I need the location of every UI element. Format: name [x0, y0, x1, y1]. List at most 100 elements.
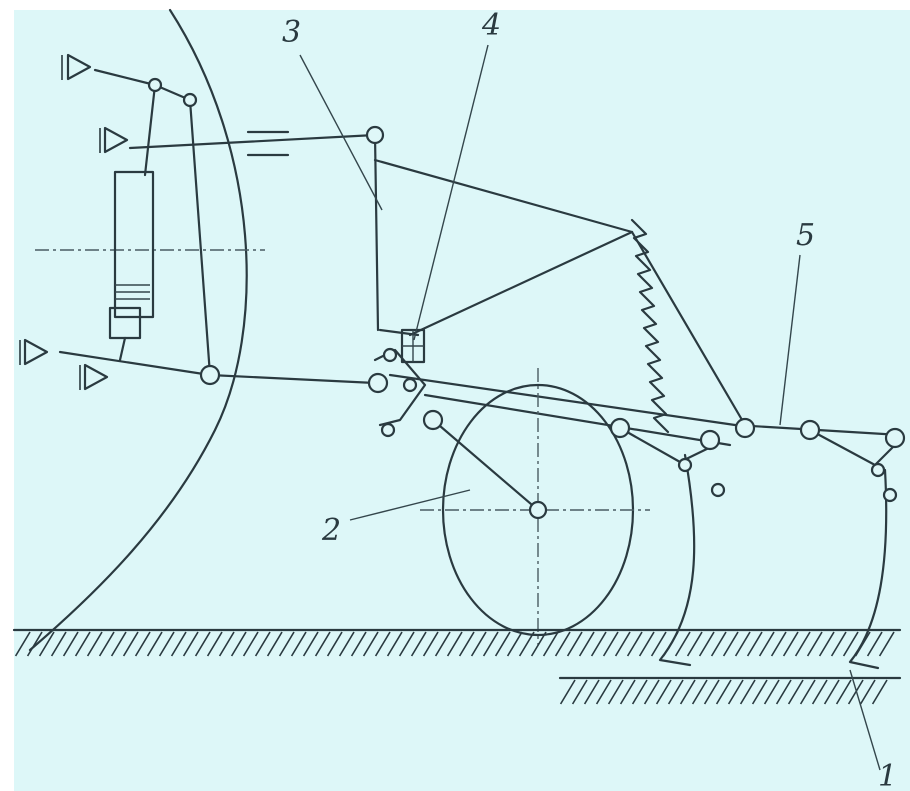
hatch-mark: [542, 631, 559, 657]
hatch-mark: [494, 631, 511, 657]
hatch-mark: [74, 631, 91, 657]
hatch-mark: [50, 631, 67, 657]
hatch-mark: [290, 631, 307, 657]
hatch-mark: [62, 631, 79, 657]
hatch-mark: [410, 631, 427, 657]
hatch-mark: [674, 631, 691, 657]
hatch-mark: [727, 679, 744, 705]
hatch-mark: [590, 631, 607, 657]
hatch-mark: [530, 631, 547, 657]
hatch-mark: [835, 679, 852, 705]
hatch-mark: [458, 631, 475, 657]
hatch-mark: [326, 631, 343, 657]
hatch-mark: [614, 631, 631, 657]
hatch-mark: [662, 631, 679, 657]
hatch-mark: [571, 679, 588, 705]
hatch-mark: [734, 631, 751, 657]
callout-label-5: 5: [796, 218, 815, 253]
hatch-mark: [775, 679, 792, 705]
callout-leader-1: [849, 669, 881, 771]
hatch-mark: [146, 631, 163, 657]
hatch-mark: [194, 631, 211, 657]
hatch-mark: [770, 631, 787, 657]
hatch-mark: [806, 631, 823, 657]
compression-spring: [630, 218, 747, 434]
hydraulic-cylinder: [108, 170, 155, 362]
hatch-mark: [350, 631, 367, 657]
hatch-mark: [667, 679, 684, 705]
callout-leader-4: [413, 44, 489, 341]
hatch-mark: [26, 631, 43, 657]
ground-hatching-lower: [559, 679, 888, 705]
hatch-mark: [482, 631, 499, 657]
hatch-mark: [122, 631, 139, 657]
hatch-mark: [818, 631, 835, 657]
hatch-mark: [110, 631, 127, 657]
hatch-mark: [866, 631, 883, 657]
hatch-mark: [98, 631, 115, 657]
callout-label-1: 1: [878, 759, 897, 791]
hatch-mark: [763, 679, 780, 705]
hatch-mark: [631, 679, 648, 705]
hatch-mark: [470, 631, 487, 657]
hatch-mark: [518, 631, 535, 657]
hatch-mark: [362, 631, 379, 657]
hatch-mark: [554, 631, 571, 657]
hatch-mark: [206, 631, 223, 657]
hatch-mark: [638, 631, 655, 657]
hatch-mark: [830, 631, 847, 657]
hatch-mark: [686, 631, 703, 657]
hatch-mark: [847, 679, 864, 705]
hatch-mark: [703, 679, 720, 705]
hatch-mark: [278, 631, 295, 657]
hatch-mark: [266, 631, 283, 657]
hatch-mark: [218, 631, 235, 657]
hatch-mark: [242, 631, 259, 657]
hatch-mark: [602, 631, 619, 657]
hatch-mark: [715, 679, 732, 705]
callout-label-2: 2: [321, 513, 341, 548]
hatch-mark: [254, 631, 271, 657]
hatch-mark: [134, 631, 151, 657]
hatch-mark: [434, 631, 451, 657]
hatch-mark: [643, 679, 660, 705]
hatch-mark: [655, 679, 672, 705]
hatch-mark: [583, 679, 600, 705]
hatch-mark: [506, 631, 523, 657]
hatch-mark: [842, 631, 859, 657]
hatch-mark: [182, 631, 199, 657]
hatch-mark: [422, 631, 439, 657]
hatch-mark: [607, 679, 624, 705]
pivot-joints: [147, 77, 906, 520]
hatch-mark: [626, 631, 643, 657]
hatch-mark: [595, 679, 612, 705]
ground-hatching-upper: [14, 631, 895, 657]
hatch-mark: [619, 679, 636, 705]
callout-leader-5: [779, 254, 801, 426]
hatch-mark: [566, 631, 583, 657]
hatch-mark: [314, 631, 331, 657]
hatch-mark: [751, 679, 768, 705]
hatch-mark: [859, 679, 876, 705]
hatch-mark: [691, 679, 708, 705]
hatch-mark: [559, 679, 576, 705]
tractor-wheel-arc: [28, 8, 248, 652]
hatch-mark: [878, 631, 895, 657]
lower-hitch-link: [58, 350, 377, 385]
hatch-mark: [386, 631, 403, 657]
hatch-mark: [787, 679, 804, 705]
hatch-mark: [710, 631, 727, 657]
hatch-mark: [746, 631, 763, 657]
hatch-mark: [799, 679, 816, 705]
hatch-mark: [811, 679, 828, 705]
hatch-mark: [38, 631, 55, 657]
hatch-mark: [758, 631, 775, 657]
fixed-supports: [19, 53, 129, 391]
hatch-mark: [679, 679, 696, 705]
callout-leader-3: [299, 54, 383, 211]
hatch-mark: [446, 631, 463, 657]
hatch-mark: [794, 631, 811, 657]
hatch-mark: [338, 631, 355, 657]
hatch-mark: [158, 631, 175, 657]
hatch-mark: [14, 631, 31, 657]
